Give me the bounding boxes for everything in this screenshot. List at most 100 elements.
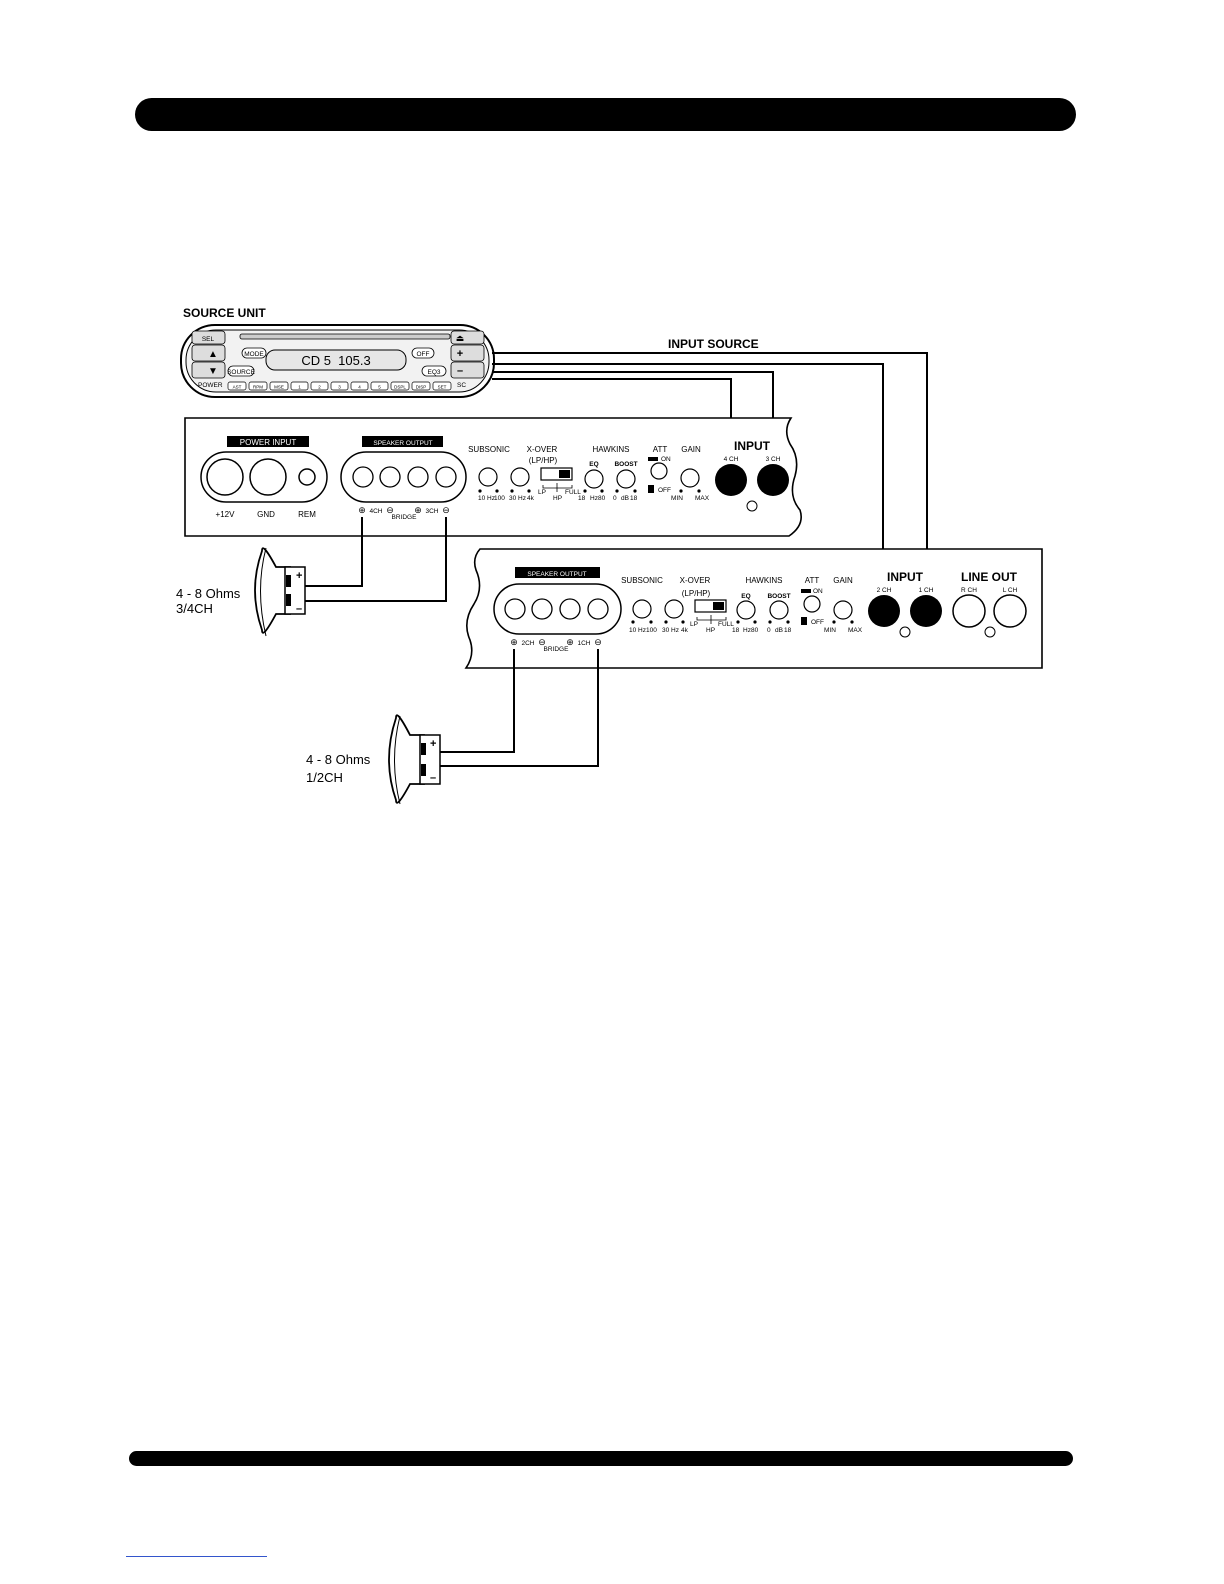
eject-button[interactable] bbox=[450, 330, 485, 345]
led-indicator bbox=[746, 500, 758, 512]
input-jack-1ch[interactable] bbox=[910, 595, 942, 627]
svg-text:18: 18 bbox=[732, 627, 740, 634]
spk-terminal[interactable] bbox=[587, 598, 609, 620]
eq3-button[interactable] bbox=[421, 365, 447, 377]
xover-label-12: X-OVER bbox=[680, 576, 711, 585]
spk-terminal[interactable] bbox=[531, 598, 553, 620]
preset-button[interactable] bbox=[350, 381, 369, 391]
minus-icon: – bbox=[296, 603, 302, 615]
svg-text:BOOST: BOOST bbox=[614, 461, 637, 468]
xover-knob-34[interactable] bbox=[510, 467, 530, 487]
svg-text:18: 18 bbox=[630, 495, 638, 502]
svg-text:HP: HP bbox=[553, 495, 562, 502]
preset-button[interactable] bbox=[290, 381, 309, 391]
subsonic-label-12: SUBSONIC bbox=[621, 576, 663, 585]
svg-text:(LP/HP): (LP/HP) bbox=[682, 589, 711, 598]
preset-button[interactable] bbox=[310, 381, 329, 391]
att-label-12: ATT bbox=[805, 576, 820, 585]
speaker-output-label-34: SPEAKER OUTPUT bbox=[373, 440, 432, 447]
cd-slot bbox=[239, 333, 451, 340]
speaker-output-label-12: SPEAKER OUTPUT bbox=[527, 571, 586, 578]
power-input-label: POWER INPUT bbox=[240, 438, 297, 447]
preset-button[interactable] bbox=[411, 381, 431, 391]
sc-label: SC bbox=[457, 382, 466, 389]
minus-icon: – bbox=[457, 365, 463, 377]
preset-button[interactable] bbox=[370, 381, 389, 391]
sel-button[interactable] bbox=[191, 330, 226, 345]
subsonic-knob-34[interactable] bbox=[478, 467, 498, 487]
spk-terminal[interactable] bbox=[504, 598, 526, 620]
boost-knob-34[interactable] bbox=[616, 469, 636, 489]
gain-knob-34[interactable] bbox=[680, 468, 700, 488]
spk-terminal[interactable] bbox=[407, 466, 429, 488]
svg-text:MIN: MIN bbox=[671, 495, 683, 502]
off-button[interactable] bbox=[411, 347, 435, 359]
svg-text:BRIDGE: BRIDGE bbox=[392, 514, 418, 521]
hawkins-label-34: HAWKINS bbox=[592, 445, 629, 454]
up-button[interactable] bbox=[191, 344, 226, 362]
minus-icon: ⊖ bbox=[442, 505, 450, 515]
svg-text:BRIDGE: BRIDGE bbox=[544, 646, 570, 653]
source-button[interactable] bbox=[227, 365, 255, 377]
eq-knob-12[interactable] bbox=[736, 600, 756, 620]
up-arrow-icon: ▲ bbox=[208, 349, 218, 360]
down-button[interactable] bbox=[191, 361, 226, 379]
eq-knob-34[interactable] bbox=[584, 469, 604, 489]
line-out-r-jack[interactable] bbox=[952, 594, 986, 628]
input-jack-4ch[interactable] bbox=[715, 464, 747, 496]
preset-button[interactable] bbox=[330, 381, 349, 391]
preset-button[interactable] bbox=[432, 381, 452, 391]
preset-button[interactable] bbox=[227, 381, 247, 391]
spk-terminal[interactable] bbox=[435, 466, 457, 488]
svg-text:30: 30 bbox=[662, 627, 670, 634]
terminal-gnd[interactable] bbox=[249, 458, 287, 496]
svg-text:4CH: 4CH bbox=[369, 508, 382, 515]
speaker-34-ohms: 4 - 8 Ohms bbox=[176, 586, 241, 601]
preset-button[interactable] bbox=[269, 381, 289, 391]
svg-text:2CH: 2CH bbox=[521, 640, 534, 647]
spk-terminal[interactable] bbox=[559, 598, 581, 620]
hawkins-label-12: HAWKINS bbox=[745, 576, 782, 585]
minus-icon: – bbox=[430, 772, 436, 784]
boost-knob-12[interactable] bbox=[769, 600, 789, 620]
vol-down-button[interactable] bbox=[450, 361, 485, 379]
svg-text:3CH: 3CH bbox=[425, 508, 438, 515]
eject-icon: ⏏ bbox=[456, 333, 465, 343]
plus-icon: + bbox=[457, 348, 463, 360]
line-out-l-jack[interactable] bbox=[993, 594, 1027, 628]
spk-terminal[interactable] bbox=[352, 466, 374, 488]
svg-text:OFF: OFF bbox=[658, 487, 671, 494]
svg-text:Hz: Hz bbox=[590, 495, 598, 502]
svg-text:(LP/HP): (LP/HP) bbox=[529, 456, 558, 465]
svg-text:100: 100 bbox=[494, 495, 505, 502]
preset-button[interactable] bbox=[248, 381, 268, 391]
svg-text:Hz: Hz bbox=[518, 495, 526, 502]
att-switch-12[interactable] bbox=[803, 595, 821, 613]
vol-up-button[interactable] bbox=[450, 344, 485, 362]
svg-text:4 CH: 4 CH bbox=[724, 456, 739, 463]
line-out-label: LINE OUT bbox=[961, 570, 1018, 584]
preset-button[interactable] bbox=[390, 381, 410, 391]
input-jack-2ch[interactable] bbox=[868, 595, 900, 627]
mode-button[interactable] bbox=[241, 347, 267, 359]
plus-icon: ⊕ bbox=[510, 637, 518, 647]
gain-label-12: GAIN bbox=[833, 576, 853, 585]
att-switch-34[interactable] bbox=[650, 462, 668, 480]
svg-text:1 CH: 1 CH bbox=[919, 587, 934, 594]
gain-knob-12[interactable] bbox=[833, 600, 853, 620]
xover-knob-12[interactable] bbox=[664, 599, 684, 619]
plus-icon: + bbox=[296, 570, 302, 582]
input-jack-3ch[interactable] bbox=[757, 464, 789, 496]
terminal-rem[interactable] bbox=[298, 468, 316, 486]
terminal-12v[interactable] bbox=[206, 458, 244, 496]
preset-button-label: 2 bbox=[318, 385, 321, 390]
input-label-34: INPUT bbox=[734, 439, 771, 453]
plus-icon: ⊕ bbox=[566, 637, 574, 647]
svg-text:SOURCE: SOURCE bbox=[227, 369, 255, 376]
spk-terminal[interactable] bbox=[379, 466, 401, 488]
svg-text:Hz: Hz bbox=[638, 627, 646, 634]
plus-icon: ⊕ bbox=[358, 505, 366, 515]
subsonic-knob-12[interactable] bbox=[632, 599, 652, 619]
att-label-34: ATT bbox=[653, 445, 668, 454]
speaker-12-ohms: 4 - 8 Ohms bbox=[306, 752, 371, 767]
